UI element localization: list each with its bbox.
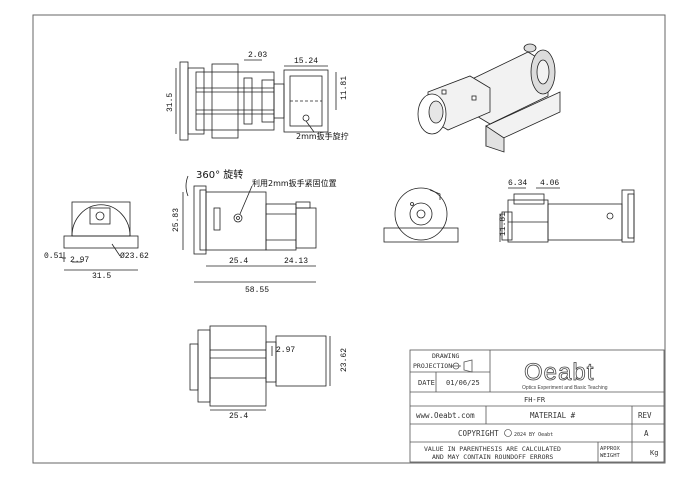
- bottom-dim-height: 23.62: [340, 348, 349, 372]
- side-dim-a: 6.34: [508, 179, 527, 188]
- bottom-dim-length: 25.4: [229, 412, 248, 421]
- end-dim-base: 0.51: [44, 252, 63, 261]
- tb-date-label: DATE: [418, 379, 435, 387]
- tb-date-value: 01/06/25: [446, 379, 480, 387]
- end-dim-a: 2.97: [70, 256, 89, 265]
- front-dim-height: 25.83: [172, 208, 181, 232]
- front-dim-total: 58.55: [245, 286, 269, 295]
- tb-part-number: FH-FR: [524, 396, 546, 404]
- tb-note-line2: AND MAY CONTAIN ROUNDOFF ERRORS: [432, 453, 553, 461]
- tb-logo-tagline: Optics Experiment and Basic Teaching: [522, 385, 608, 391]
- end-view-right: [383, 187, 459, 243]
- top-dim-length: 15.24: [294, 57, 318, 66]
- title-block: [409, 349, 665, 463]
- tb-projection-label: PROJECTION: [413, 362, 452, 370]
- top-dim-width: 2.03: [248, 51, 267, 60]
- end-dim-diameter: Ø23.62: [120, 252, 149, 261]
- top-view: [175, 59, 337, 141]
- tb-copyright-label: COPYRIGHT: [458, 429, 499, 438]
- top-wrench-note: 2mm扳手旋拧: [296, 131, 349, 141]
- tb-copyright-detail: 2024 BY Oeabt: [514, 432, 553, 438]
- front-dim-a: 25.4: [229, 257, 248, 266]
- tb-note-line1: VALUE IN PARENTHESIS ARE CALCULATED: [424, 445, 561, 453]
- tb-logo: Oeabt: [524, 359, 594, 386]
- top-dim-height-right: 11.81: [340, 76, 349, 100]
- lock-note: 利用2mm扳手紧固位置: [252, 178, 337, 188]
- isometric-view: [417, 43, 561, 153]
- tb-material-label: MATERIAL #: [530, 411, 576, 420]
- tb-rev-value: A: [644, 429, 649, 438]
- side-dim-height: 11.81: [499, 212, 508, 236]
- tb-weight-label: WEIGHT: [600, 453, 621, 459]
- tb-approx-label: APPROX: [600, 446, 621, 452]
- sheet-border: [32, 14, 666, 464]
- bottom-view: [189, 325, 331, 411]
- side-view: [499, 187, 635, 243]
- front-view: [182, 175, 317, 283]
- tb-weight-unit: Kg: [650, 449, 658, 457]
- side-dim-b: 4.06: [540, 179, 559, 188]
- end-view: [62, 201, 139, 271]
- tb-rev-label: REV: [638, 411, 652, 420]
- tb-drawing-label: DRAWING: [432, 352, 459, 360]
- front-dim-b: 24.13: [284, 257, 308, 266]
- copyright-icon: [504, 429, 512, 437]
- bottom-dim-a: 2.97: [276, 346, 295, 355]
- rotation-note: 360° 旋转: [196, 168, 243, 181]
- tb-website: www.Oeabt.com: [416, 411, 475, 420]
- end-dim-width: 31.5: [92, 272, 111, 281]
- top-dim-height-left: 31.5: [166, 93, 175, 112]
